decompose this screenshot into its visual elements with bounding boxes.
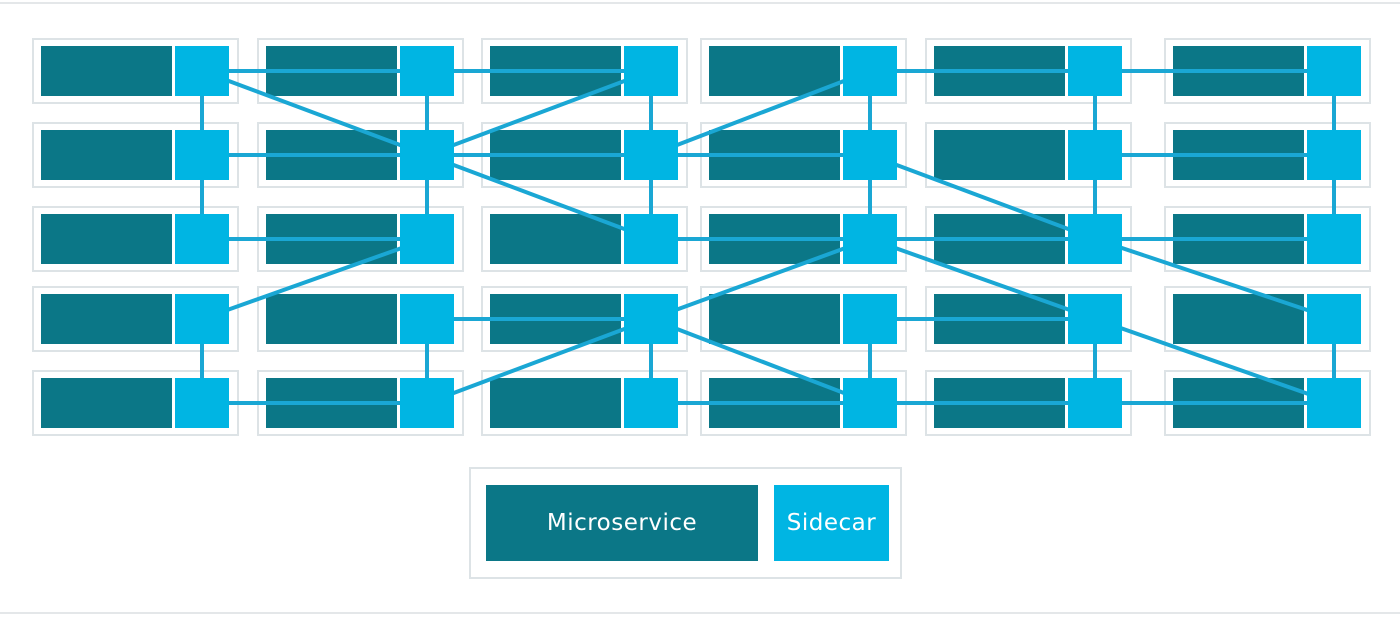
mesh-link (868, 153, 1097, 241)
top-divider (0, 2, 1400, 4)
microservice-box (41, 130, 172, 180)
mesh-link (649, 317, 872, 405)
mesh-link (425, 317, 653, 405)
sidecar-box (1068, 46, 1122, 96)
microservice-box (490, 214, 621, 264)
sidecar-box (1307, 130, 1361, 180)
legend-box: Microservice Sidecar (469, 467, 902, 579)
sidecar-box (1307, 46, 1361, 96)
pod-frame (32, 286, 239, 352)
microservice-box (266, 294, 397, 344)
mesh-link (425, 153, 653, 241)
sidecar-box (624, 130, 678, 180)
sidecar-box (1068, 130, 1122, 180)
sidecar-box (1068, 294, 1122, 344)
mesh-link (649, 237, 872, 321)
sidecar-box (400, 294, 454, 344)
mesh-link (649, 69, 872, 157)
sidecar-box (843, 46, 897, 96)
sidecar-box (175, 130, 229, 180)
sidecar-box (624, 378, 678, 428)
sidecar-box (1068, 378, 1122, 428)
sidecar-box (1068, 214, 1122, 264)
microservice-box (41, 378, 172, 428)
microservice-box (41, 46, 172, 96)
mesh-link (425, 69, 653, 157)
sidecar-box (400, 130, 454, 180)
microservice-box (709, 46, 840, 96)
legend-sidecar: Sidecar (774, 485, 889, 561)
sidecar-box (843, 378, 897, 428)
microservice-box (709, 294, 840, 344)
sidecar-box (175, 294, 229, 344)
sidecar-box (400, 46, 454, 96)
sidecar-box (624, 46, 678, 96)
sidecar-box (175, 46, 229, 96)
microservice-box (934, 130, 1065, 180)
mesh-link (200, 69, 429, 157)
mesh-link (868, 237, 1097, 321)
sidecar-box (843, 214, 897, 264)
sidecar-box (400, 214, 454, 264)
sidecar-box (175, 378, 229, 428)
sidecar-box (400, 378, 454, 428)
sidecar-box (175, 214, 229, 264)
legend-microservice-label: Microservice (546, 510, 698, 536)
sidecar-box (624, 214, 678, 264)
microservice-box (41, 294, 172, 344)
mesh-link (1093, 237, 1336, 321)
sidecar-box (1307, 214, 1361, 264)
sidecar-box (1307, 294, 1361, 344)
bottom-divider (0, 612, 1400, 614)
sidecar-box (1307, 378, 1361, 428)
microservice-box (41, 214, 172, 264)
mesh-link (1093, 317, 1336, 405)
microservice-box (490, 378, 621, 428)
legend-microservice: Microservice (486, 485, 758, 561)
legend-sidecar-label: Sidecar (786, 510, 877, 536)
pod-frame (1164, 286, 1371, 352)
sidecar-box (843, 130, 897, 180)
mesh-link (200, 237, 429, 321)
sidecar-box (624, 294, 678, 344)
sidecar-box (843, 294, 897, 344)
